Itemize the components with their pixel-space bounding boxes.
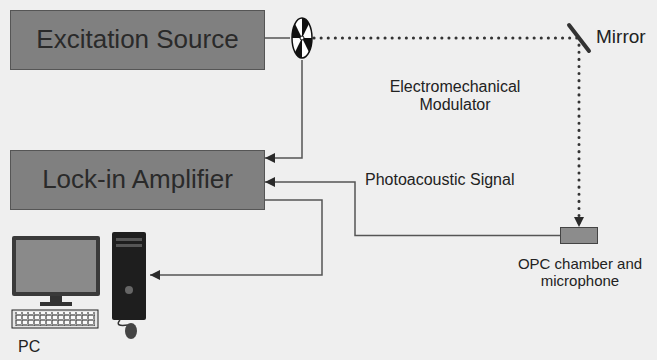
wheel-rim xyxy=(292,18,312,58)
signal-wire xyxy=(265,37,290,39)
signal-wire xyxy=(265,60,302,158)
node-label: Electromechanical Modulator xyxy=(380,78,530,115)
signal-wire xyxy=(150,200,322,275)
power-button xyxy=(125,286,133,294)
monitor-frame xyxy=(12,236,100,296)
node-label: PC xyxy=(18,338,40,356)
amplifier-box: Lock-in Amplifier xyxy=(10,150,265,210)
mirror-line xyxy=(569,25,589,51)
source-box: Excitation Source xyxy=(10,10,265,70)
drive-slot xyxy=(116,238,142,241)
box-label: Lock-in Amplifier xyxy=(42,165,233,195)
monitor-stand xyxy=(50,296,62,303)
wheel-blade xyxy=(302,18,309,38)
pc-icon-symbol xyxy=(10,230,150,340)
node-label: Mirror xyxy=(596,26,646,48)
keyboard-keys xyxy=(15,312,95,326)
mirror-symbol xyxy=(566,22,592,54)
keyboard xyxy=(12,310,98,328)
box-label: Excitation Source xyxy=(36,25,238,55)
wheel-blade xyxy=(295,38,302,58)
signal-wire xyxy=(265,182,560,236)
drive-slot xyxy=(116,244,142,247)
wheel-hub xyxy=(300,36,304,40)
monitor-base xyxy=(40,302,72,306)
pc-icon: PC xyxy=(10,230,150,358)
wheel-blade xyxy=(292,24,302,38)
light-beam xyxy=(578,38,581,227)
wheel-blade xyxy=(302,38,312,52)
monitor-screen xyxy=(16,240,96,292)
mouse xyxy=(125,323,137,339)
mouse-cord xyxy=(118,320,128,325)
mirror: Mirror xyxy=(566,22,592,54)
modulator-wheel-symbol xyxy=(290,16,314,60)
signal-label: Photoacoustic Signal xyxy=(363,171,516,189)
light-beam xyxy=(314,37,579,40)
modulator-wheel: Electromechanical Modulator xyxy=(290,16,314,60)
node-label: OPC chamber and microphone xyxy=(510,255,650,290)
opc-chamber: OPC chamber and microphone xyxy=(560,227,598,244)
pc-tower xyxy=(112,232,146,320)
